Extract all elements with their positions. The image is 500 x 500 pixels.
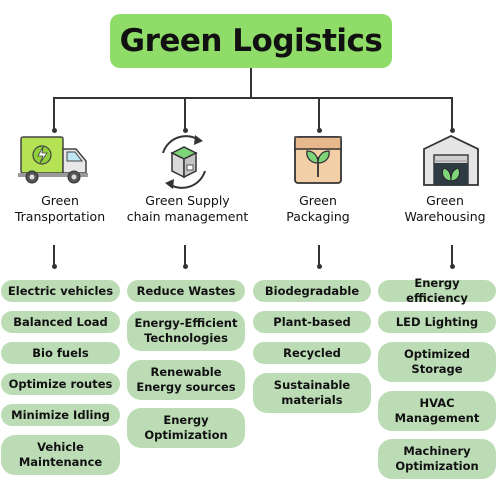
connector-branch-1 <box>53 97 55 131</box>
item-plant-based: Plant-based <box>253 311 371 333</box>
item-biodegradable: Biodegradable <box>253 280 371 302</box>
connector-trunk <box>250 68 252 98</box>
item-optimized-storage: Optimized Storage <box>378 342 496 382</box>
item-renewable-energy-sources: Renewable Energy sources <box>127 360 245 400</box>
item-balanced-load: Balanced Load <box>1 311 120 333</box>
connector-lower-4 <box>451 245 453 267</box>
connector-lower-3 <box>318 245 320 267</box>
recycle-box-icon <box>162 135 206 189</box>
connector-lower-1 <box>53 245 55 267</box>
green-warehouse-icon <box>423 135 479 186</box>
connector-lower-dot-3 <box>316 264 322 269</box>
connector-horizontal <box>53 97 452 99</box>
item-recycled: Recycled <box>253 342 371 364</box>
item-hvac-management: HVAC Management <box>378 391 496 431</box>
category-label-green-supply-chain: Green Supply chain management <box>126 193 249 224</box>
connector-lower-dot-2 <box>182 264 188 269</box>
category-label-green-warehousing: Green Warehousing <box>404 193 486 224</box>
connector-branch-4 <box>451 97 453 131</box>
connector-lower-dot-4 <box>449 264 455 269</box>
item-vehicle-maintenance: Vehicle Maintenance <box>1 435 120 475</box>
connector-dot-4 <box>449 128 455 133</box>
item-minimize-idling: Minimize Idling <box>1 404 120 426</box>
connector-branch-3 <box>318 97 320 131</box>
item-energy-optimization: Energy Optimization <box>127 408 245 448</box>
diagram-title: Green Logistics <box>110 14 392 68</box>
connector-dot-2 <box>182 128 188 133</box>
item-energy-efficiency: Energy efficiency <box>378 276 496 305</box>
item-energy-efficient-technologies: Energy-Efficient Technologies <box>127 311 245 351</box>
connector-branch-2 <box>184 97 186 131</box>
item-bio-fuels: Bio fuels <box>1 342 120 364</box>
item-machinery-optimization: Machinery Optimization <box>378 439 496 479</box>
connector-dot-1 <box>51 128 57 133</box>
category-label-green-packaging: Green Packaging <box>286 193 350 224</box>
item-sustainable-materials: Sustainable materials <box>253 373 371 413</box>
item-reduce-wastes: Reduce Wastes <box>127 280 245 302</box>
connector-lower-dot-1 <box>51 264 57 269</box>
item-led-lighting: LED Lighting <box>378 311 496 333</box>
connector-lower-2 <box>184 245 186 267</box>
category-label-green-transportation: Green Transportation <box>14 193 106 224</box>
connector-dot-3 <box>316 128 322 133</box>
item-electric-vehicles: Electric vehicles <box>1 280 120 302</box>
eco-package-icon <box>294 136 342 184</box>
electric-truck-icon <box>18 136 88 184</box>
item-optimize-routes: Optimize routes <box>1 373 120 395</box>
